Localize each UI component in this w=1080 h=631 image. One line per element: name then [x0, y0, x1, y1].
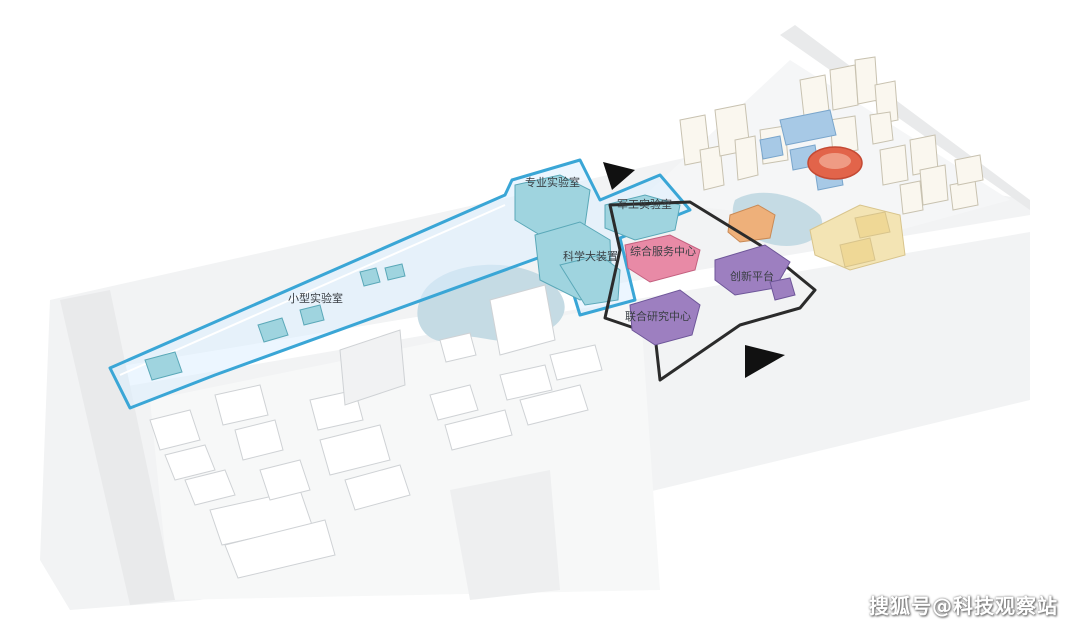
label-service-center: 综合服务中心 [630, 245, 696, 258]
watermark: 搜狐号@科技观察站 [869, 594, 1058, 618]
campus-buildings [149, 284, 603, 579]
label-small-lab: 小型实验室 [288, 292, 343, 305]
lab-buildings [144, 174, 681, 381]
label-military-lab: 军工实验室 [617, 198, 672, 211]
label-joint-research: 联合研究中心 [625, 310, 691, 323]
label-science-facility: 科学大装置 [563, 250, 618, 263]
arena [807, 146, 863, 180]
research-buildings [629, 244, 796, 346]
entrance-arrow-north [603, 162, 635, 190]
label-innovation-platform: 创新平台 [730, 270, 774, 283]
service-center-building [624, 234, 701, 283]
entrance-arrow-south [745, 345, 785, 378]
research-zone [603, 200, 817, 382]
yellow-building-cluster [809, 204, 906, 271]
label-professional-lab: 专业实验室 [525, 176, 580, 189]
residential-towers [679, 56, 984, 215]
